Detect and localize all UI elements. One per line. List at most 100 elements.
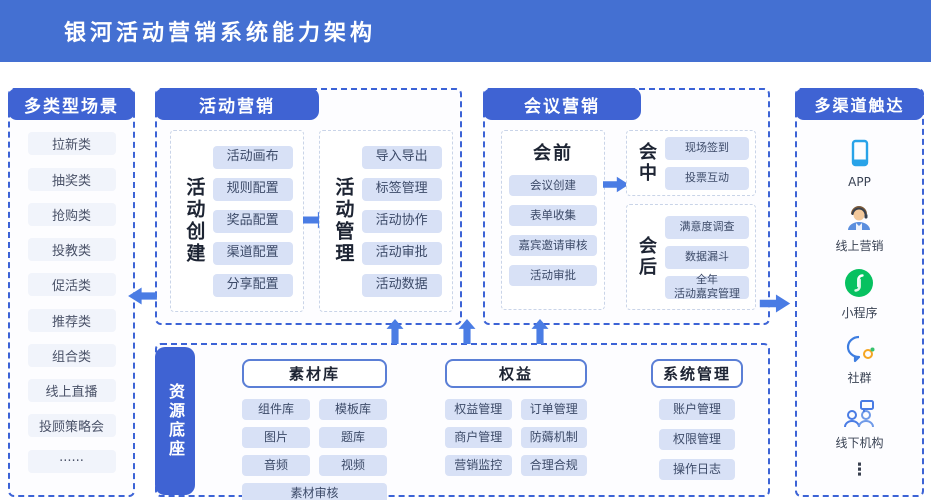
meeting-mid-title: 会中: [636, 142, 657, 184]
page-title: 银河活动营销系统能力架构: [64, 21, 377, 46]
benefits-list: 权益管理订单管理商户管理防薅机制营销监控合理合规: [445, 399, 587, 476]
activity-manage-list: 导入导出标签管理活动协作活动审批活动数据: [361, 145, 442, 297]
capability-chip: 合理合规: [520, 455, 587, 476]
scene-chip: 投顾策略会: [27, 414, 116, 438]
scene-chip: 抢购类: [27, 202, 116, 226]
resource-base-title: 资源底座: [155, 347, 195, 495]
scene-list: 拉新类抽奖类抢购类投教类促活类推荐类组合类线上直播投顾策略会······: [10, 120, 133, 485]
capability-chip: 嘉宾邀请审核: [509, 235, 597, 256]
channel-app: APP: [845, 138, 875, 189]
capability-chip: 全年 活动嘉宾管理: [665, 273, 749, 300]
material-library-title: 素材库: [242, 359, 387, 388]
capability-chip: 满意度调查: [665, 215, 749, 239]
capability-chip: 表单收集: [509, 205, 597, 226]
meeting-post-box: 会后 满意度调查数据漏斗全年 活动嘉宾管理: [626, 204, 756, 310]
header-bar: 银河活动营销系统能力架构: [0, 0, 931, 62]
meeting-mid-list: 现场签到投票互动: [665, 136, 749, 190]
capability-chip: 活动画布: [212, 145, 293, 169]
mini-program-icon: [845, 269, 874, 297]
meeting-pre-title: 会前: [533, 143, 573, 164]
arrow-up-resources-2-icon: [458, 319, 476, 344]
meeting-pre-box: 会前 会议创建表单收集嘉宾邀请审核活动审批: [501, 130, 605, 310]
scenes-panel: 多类型场景 拉新类抽奖类抢购类投教类促活类推荐类组合类线上直播投顾策略会····…: [8, 88, 135, 497]
capability-chip: 活动数据: [361, 273, 442, 297]
channels-panel-title: 多渠道触达: [795, 88, 924, 120]
resource-base-panel: 资源底座 素材库 组件库模板库图片题库音频视频 素材审核 权益 权益管理订单管理…: [155, 343, 770, 500]
scene-chip: ······: [27, 449, 116, 473]
channel-label: 小程序: [841, 306, 878, 320]
arrow-up-resources-3-icon: [531, 319, 549, 344]
arrow-up-resources-1-icon: [386, 319, 404, 344]
meeting-mid-box: 会中 现场签到投票互动: [626, 130, 756, 196]
channel-more: ⋮: [851, 460, 868, 480]
benefits-title: 权益: [445, 359, 587, 388]
activity-create-list: 活动画布规则配置奖品配置渠道配置分享配置: [212, 145, 293, 297]
capability-chip: 活动协作: [361, 209, 442, 233]
system-management-title: 系统管理: [651, 359, 743, 388]
more-ellipsis-icon: ⋮: [851, 460, 868, 480]
capability-chip: 规则配置: [212, 177, 293, 201]
community-chat-icon: [846, 335, 874, 363]
capability-chip: 账户管理: [659, 399, 735, 420]
scene-chip: 推荐类: [27, 308, 116, 332]
capability-chip: 防薅机制: [520, 427, 587, 448]
meeting-post-list: 满意度调查数据漏斗全年 活动嘉宾管理: [665, 215, 749, 300]
material-library-list: 组件库模板库图片题库音频视频: [242, 399, 387, 476]
capability-chip: 素材审核: [242, 483, 387, 500]
arrow-right-to-channels-icon: [759, 294, 791, 313]
capability-chip: 商户管理: [445, 427, 512, 448]
capability-chip: 营销监控: [445, 455, 512, 476]
capability-chip: 标签管理: [361, 177, 442, 201]
meeting-post-title: 会后: [636, 236, 657, 278]
capability-chip: 权益管理: [445, 399, 512, 420]
capability-chip: 订单管理: [520, 399, 587, 420]
capability-chip: 奖品配置: [212, 209, 293, 233]
offline-branch-icon: [844, 400, 875, 428]
capability-chip: 图片: [242, 427, 310, 448]
scene-chip: 线上直播: [27, 379, 116, 403]
activity-create-box: 活动创建 活动画布规则配置奖品配置渠道配置分享配置: [170, 130, 304, 312]
capability-chip: 活动审批: [509, 265, 597, 286]
capability-chip: 权限管理: [659, 429, 735, 450]
capability-chip: 视频: [319, 455, 387, 476]
channel-label: APP: [848, 175, 871, 189]
meeting-panel-title: 会议营销: [483, 88, 641, 120]
scene-chip: 拉新类: [27, 132, 116, 156]
meeting-pre-list: 会议创建表单收集嘉宾邀请审核活动审批: [509, 175, 597, 295]
system-management-list: 账户管理权限管理操作日志: [659, 399, 735, 480]
capability-chip: 渠道配置: [212, 241, 293, 265]
channel-list: APP 线上营销 小程序: [797, 120, 922, 480]
channel-label: 线上营销: [835, 239, 884, 253]
scene-chip: 促活类: [27, 273, 116, 297]
app-phone-icon: [851, 139, 868, 167]
material-review-wrap: 素材审核: [242, 483, 387, 500]
scenes-panel-title: 多类型场景: [8, 88, 135, 120]
channel-online-marketing: 线上营销: [835, 202, 884, 254]
capability-chip: 现场签到: [665, 136, 749, 160]
capability-chip: 模板库: [319, 399, 387, 420]
capability-chip: 组件库: [242, 399, 310, 420]
capability-chip: 会议创建: [509, 175, 597, 196]
capability-chip: 数据漏斗: [665, 245, 749, 269]
capability-chip: 音频: [242, 455, 310, 476]
arrow-left-to-scenes-icon: [128, 287, 157, 305]
activity-create-title: 活动创建: [183, 177, 206, 265]
channel-label: 社群: [847, 371, 872, 385]
channel-community: 社群: [843, 334, 877, 386]
material-library-group: 素材库 组件库模板库图片题库音频视频 素材审核: [242, 359, 387, 500]
capability-chip: 活动审批: [361, 241, 442, 265]
capability-chip: 投票互动: [665, 166, 749, 190]
scene-chip: 抽奖类: [27, 167, 116, 191]
activity-marketing-panel: 活动营销 活动创建 活动画布规则配置奖品配置渠道配置分享配置 活动管理 导入导出…: [155, 88, 462, 325]
channel-label: 线下机构: [835, 436, 884, 450]
system-management-group: 系统管理 账户管理权限管理操作日志: [651, 359, 743, 480]
channels-panel: 多渠道触达 APP 线上营销: [795, 88, 924, 497]
benefits-group: 权益 权益管理订单管理商户管理防薅机制营销监控合理合规: [445, 359, 587, 476]
channel-offline: 线下机构: [835, 399, 884, 451]
capability-chip: 导入导出: [361, 145, 442, 169]
capability-chip: 题库: [319, 427, 387, 448]
capability-chip: 操作日志: [659, 459, 735, 480]
meeting-marketing-panel: 会议营销 会前 会议创建表单收集嘉宾邀请审核活动审批 会中 现场签到投票互动 会…: [483, 88, 770, 325]
activity-manage-title: 活动管理: [332, 177, 355, 265]
